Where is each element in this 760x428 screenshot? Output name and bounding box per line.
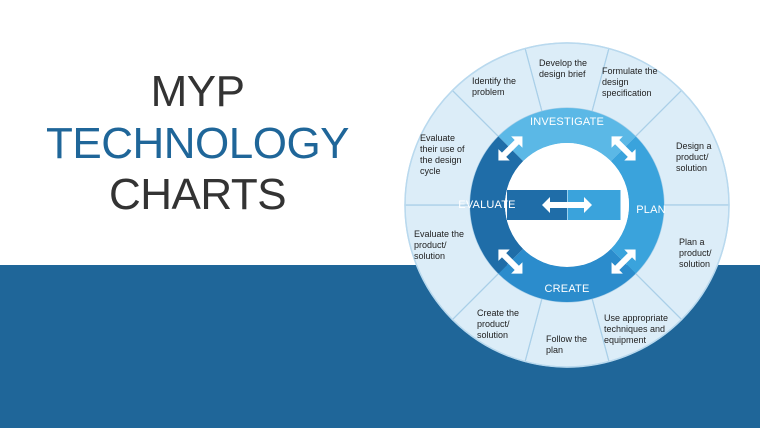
stage-plan: PLAN [636,204,666,216]
double-arrow-icon [611,249,636,274]
title-line-charts: CHARTS [108,170,287,219]
stage-segment-create [498,248,636,302]
double-arrow-icon [498,136,523,161]
step-plan-product: Plan a product/ solution [679,237,712,269]
stage-investigate: INVESTIGATE [529,116,605,128]
step-evaluate-design-cycle: Evaluate their use of the design cycle [420,133,465,176]
stage-segment-evaluate [470,136,524,274]
double-arrow-icon [498,249,523,274]
outer-ring-border [404,42,730,368]
double-arrow-icon [542,197,592,213]
step-formulate-specification: Formulate the design specification [602,66,658,98]
step-use-techniques: Use appropriate techniques and equipment [604,313,669,345]
step-create-product: Create the product/ solution [477,308,520,340]
stage-evaluate: EVALUATE [458,199,516,211]
title-line-myp: MYP [150,67,245,116]
double-arrow-icon [611,136,636,161]
title-line-technology: TECHNOLOGY [45,119,350,168]
step-develop-brief: Develop the design brief [539,58,588,79]
stage-create: CREATE [544,283,590,295]
stage-segment-investigate [498,108,636,162]
step-evaluate-product: Evaluate the product/ solution [414,229,465,261]
step-design-product: Design a product/ solution [676,141,712,173]
stage-segment-plan [610,136,664,274]
step-follow-plan: Follow the plan [546,334,588,355]
step-identify-problem: Identify the problem [472,76,517,97]
